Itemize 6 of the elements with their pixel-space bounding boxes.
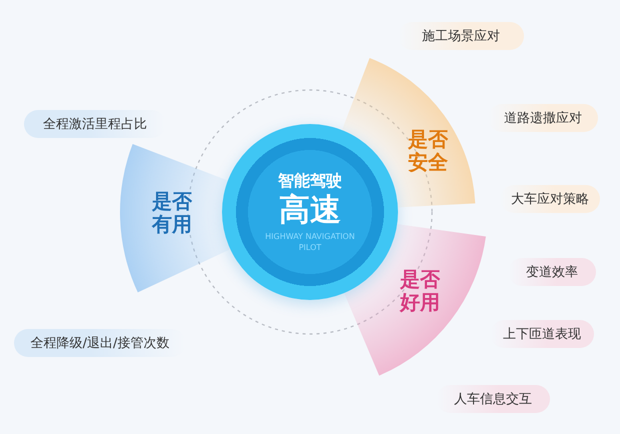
sector-label: 是否好用 — [400, 268, 441, 314]
subtitle: HIGHWAY NAVIGATION PILOT — [264, 231, 356, 253]
center-heading: 智能驾驶 — [278, 171, 342, 191]
center-title: 高速 — [279, 191, 341, 229]
sector-label: 是否有用 — [152, 190, 193, 236]
sector-label: 是否安全 — [408, 128, 449, 174]
